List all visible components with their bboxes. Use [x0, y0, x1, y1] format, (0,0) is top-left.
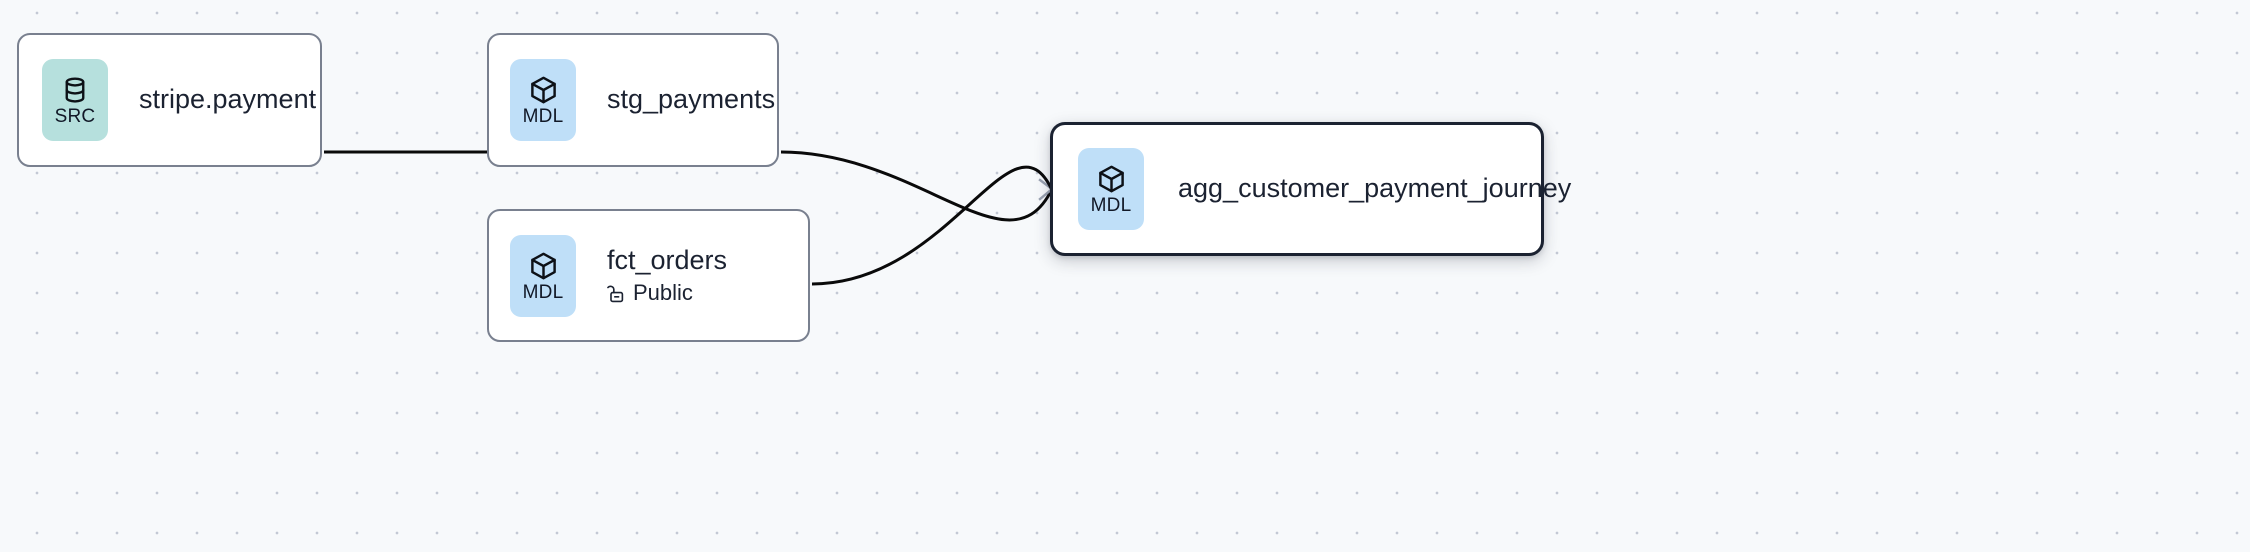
cube-icon	[528, 250, 559, 282]
lineage-node-agg-customer-payment-journey[interactable]: MDL agg_customer_payment_journey	[1050, 122, 1571, 256]
lineage-node-stg-payments[interactable]: MDL stg_payments	[487, 33, 779, 167]
node-badge-mdl: MDL	[510, 234, 576, 317]
node-title: fct_orders	[607, 245, 728, 276]
lineage-node-fct-orders[interactable]: MDL fct_orders Public	[487, 209, 810, 342]
cube-icon	[1096, 163, 1127, 195]
node-badge-src: SRC	[42, 59, 108, 141]
node-title: stg_payments	[607, 84, 776, 115]
node-title: stripe.payment	[139, 84, 317, 115]
node-text-block: stripe.payment	[139, 84, 316, 115]
node-visibility-label: Public	[633, 280, 693, 306]
edge-fct-to-agg	[811, 165, 1054, 286]
unlock-icon	[607, 283, 626, 304]
database-icon	[60, 74, 90, 106]
edge-stg-to-agg	[780, 150, 1054, 222]
node-badge-mdl: MDL	[510, 59, 576, 141]
node-badge-label: MDL	[1090, 195, 1132, 216]
node-badge-label: MDL	[522, 106, 564, 127]
node-badge-mdl: MDL	[1078, 148, 1144, 230]
node-text-block: stg_payments	[607, 84, 775, 115]
node-badge-label: MDL	[522, 281, 564, 303]
node-visibility: Public	[607, 280, 727, 305]
lineage-node-stripe-payment[interactable]: SRC stripe.payment	[17, 33, 322, 167]
node-title: agg_customer_payment_journey	[1178, 173, 1572, 204]
node-text-block: agg_customer_payment_journey	[1178, 173, 1571, 204]
node-badge-label: SRC	[54, 106, 96, 127]
cube-icon	[528, 74, 559, 106]
node-text-block: fct_orders Public	[607, 245, 727, 305]
